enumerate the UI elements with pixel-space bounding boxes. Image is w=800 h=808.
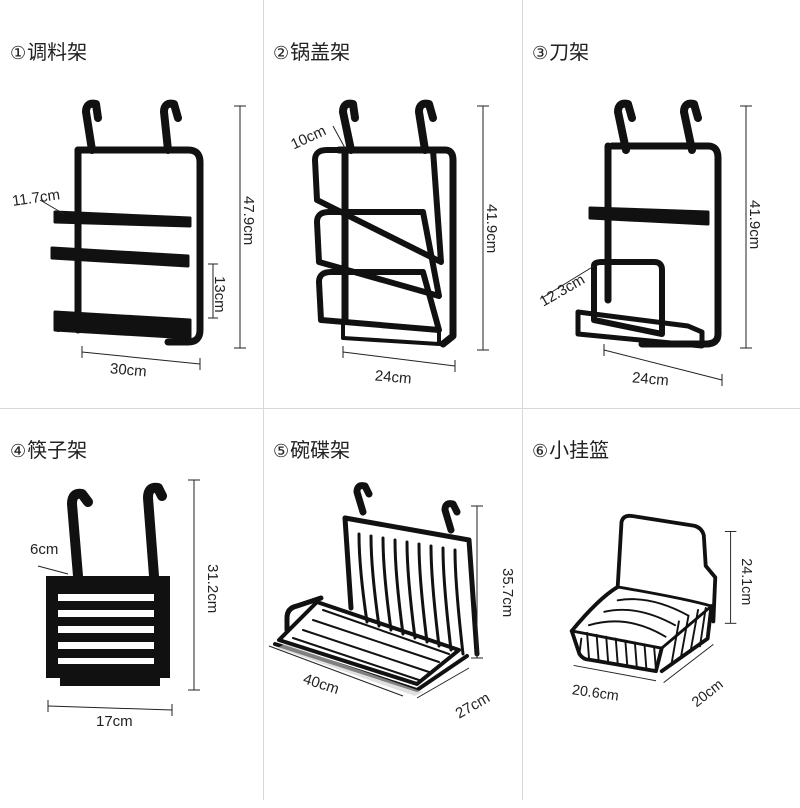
dim-height: 35.7cm <box>499 568 516 617</box>
product-card-hanging-basket: ⑥小挂篮 <box>522 408 800 808</box>
lid-rack-illustration: 24cm 10cm 41.9cm <box>288 99 500 388</box>
product-title: ①调料架 <box>10 40 88 64</box>
product-title: ④筷子架 <box>10 438 88 462</box>
divider-vertical-1 <box>263 0 264 800</box>
dim-width: 30cm <box>109 360 147 380</box>
dim-width: 24cm <box>374 367 412 387</box>
dim-height: 41.9cm <box>746 200 763 249</box>
product-title: ②锅盖架 <box>273 40 351 64</box>
dim-width: 17cm <box>96 713 133 730</box>
dim-depth: 27cm <box>453 689 493 722</box>
dim-depth: 11.7cm <box>11 186 61 210</box>
dim-height: 47.9cm <box>240 196 257 245</box>
dim-width: 24cm <box>631 369 669 389</box>
dim-height: 41.9cm <box>483 204 500 253</box>
divider-horizontal <box>0 408 800 409</box>
product-card-seasoning-rack: ①调料架 30cm 11.7cm 47.9cm 13cm <box>0 0 266 400</box>
dim-depth: 6cm <box>30 541 58 558</box>
product-card-lid-rack: ②锅盖架 24cm 10cm 41.9cm <box>263 0 529 400</box>
dish-rack-illustration: 40cm 27cm 35.7cm <box>268 482 516 722</box>
product-card-knife-rack: ③刀架 24cm 12.3cm 41.9cm <box>522 0 788 400</box>
product-card-chopstick-rack: ④筷子架 17cm 6cm 31.2cm <box>0 408 266 808</box>
dim-depth: 12.3cm <box>537 271 588 310</box>
hanging-basket-illustration: 20.6cm 20cm 24.1cm <box>569 513 754 711</box>
dim-height: 31.2cm <box>204 564 221 613</box>
dim-depth: 20cm <box>689 677 726 711</box>
dim-width: 20.6cm <box>571 682 620 704</box>
divider-vertical-2 <box>522 0 523 800</box>
knife-rack-illustration: 24cm 12.3cm 41.9cm <box>537 99 763 389</box>
chopstick-rack-illustration: 17cm 6cm 31.2cm <box>30 479 221 730</box>
product-card-dish-rack: ⑤碗碟架 <box>263 408 522 808</box>
product-title: ⑤碗碟架 <box>273 438 351 462</box>
dim-shelf-gap: 13cm <box>211 276 228 313</box>
product-title: ③刀架 <box>532 40 590 64</box>
product-title: ⑥小挂篮 <box>532 438 610 462</box>
seasoning-rack-illustration: 30cm 11.7cm 47.9cm 13cm <box>11 99 257 380</box>
dim-width: 40cm <box>301 671 341 699</box>
dim-height: 24.1cm <box>738 558 754 605</box>
